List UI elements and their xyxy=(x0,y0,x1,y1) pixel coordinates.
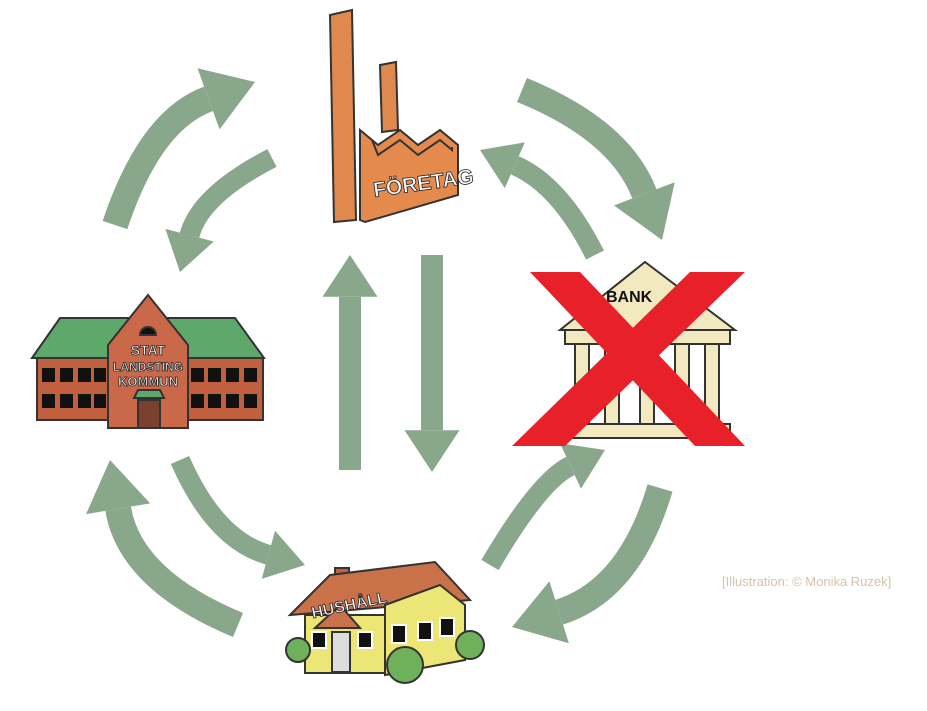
arrow-company-to-bank-head xyxy=(614,182,675,240)
arrow-bank-to-household-head xyxy=(512,581,569,644)
arrow-household-to-gov-head xyxy=(86,460,151,515)
arrow-gov-to-household-shaft xyxy=(170,455,272,565)
household-house: HUSHÅLL xyxy=(285,560,485,684)
illustration-credit: [Illustration: © Monika Ruzek] xyxy=(722,574,892,589)
government-label-landsting: LANDSTING xyxy=(113,360,183,374)
arrow-gov-to-company-head xyxy=(197,68,255,130)
bank-label: BANK xyxy=(606,289,653,306)
arrow-bank-to-company-shaft xyxy=(510,156,604,260)
arrow-household-to-bank-head xyxy=(560,443,605,489)
arrow-bank-to-household-shaft xyxy=(554,484,673,625)
flow-arrows xyxy=(86,68,675,644)
arrow-household-to-bank-shaft xyxy=(481,456,576,571)
arrow-gov-to-household-head xyxy=(261,530,305,579)
government-label-stat: STAT xyxy=(131,342,166,358)
arrow-company-to-bank-shaft xyxy=(517,77,657,199)
arrow-company-to-gov-shaft xyxy=(179,149,277,239)
company-factory: FÖRETAG xyxy=(328,8,476,224)
arrow-company-to-household-head xyxy=(404,430,460,472)
government-building: STAT LANDSTING KOMMUN xyxy=(30,293,266,429)
arrow-household-to-gov-shaft xyxy=(105,506,244,637)
arrow-company-to-gov-head xyxy=(165,228,214,272)
arrow-household-to-company-head xyxy=(322,255,378,297)
arrow-gov-to-company-shaft xyxy=(102,86,214,230)
government-label-kommun: KOMMUN xyxy=(118,374,178,389)
arrow-bank-to-company-head xyxy=(480,142,525,189)
cross-out-icon xyxy=(512,272,745,446)
